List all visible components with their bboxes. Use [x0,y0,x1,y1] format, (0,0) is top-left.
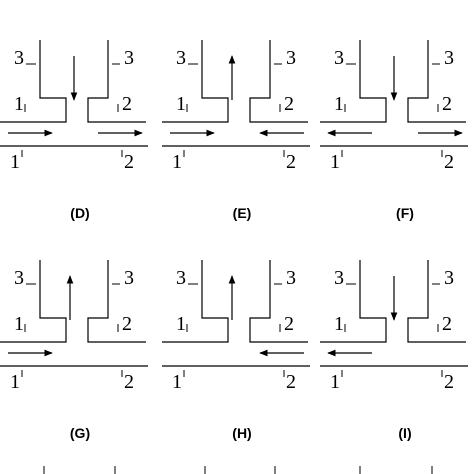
panel-label-e: (E) [233,205,252,221]
port-label-1-upper: 1 [14,313,24,335]
port-label-3-right: 3 [444,267,454,289]
channel-wall-right [87,260,146,343]
port-label-2-upper: 2 [122,313,132,335]
panel-label-i: (I) [398,425,411,441]
port-label-1-lower: 1 [172,151,182,173]
port-label-3-left: 3 [14,267,24,289]
port-label-2-upper: 2 [284,93,294,115]
channel-wall-right [407,260,466,343]
channel-wall-left [320,40,387,123]
port-label-3-right: 3 [444,47,454,69]
channel-wall-right [87,40,146,123]
channel-wall-right [407,40,466,123]
bottom-tick-row [43,466,433,474]
port-label-1-lower: 1 [330,151,340,173]
panel-f: 3 3 1 2 1 2 [320,260,468,393]
panel-c: 3 3 1 2 1 2 [320,40,468,173]
port-label-2-upper: 2 [442,313,452,335]
channel-wall-left [0,260,67,343]
port-label-1-upper: 1 [14,93,24,115]
port-label-2-lower: 2 [124,151,134,173]
port-label-2-upper: 2 [284,313,294,335]
channel-wall-right [249,40,308,123]
port-label-3-right: 3 [124,267,134,289]
port-label-3-left: 3 [176,47,186,69]
port-label-1-upper: 1 [176,93,186,115]
port-label-2-lower: 2 [444,151,454,173]
channel-wall-right [249,260,308,343]
port-label-2-lower: 2 [286,151,296,173]
port-label-3-left: 3 [14,47,24,69]
port-label-1-upper: 1 [334,93,344,115]
channel-wall-left [320,260,387,343]
port-label-3-right: 3 [286,47,296,69]
port-label-1-lower: 1 [172,371,182,393]
port-label-3-left: 3 [334,267,344,289]
channel-wall-left [0,40,67,123]
panel-label-d: (D) [70,205,89,221]
port-label-2-lower: 2 [124,371,134,393]
panel-d: 3 3 1 2 1 2 [0,260,148,393]
panel-label-h: (H) [232,425,251,441]
panels-layer: 3 3 1 2 1 2 3 3 1 2 1 2 3 3 1 2 1 2 3 3 1 2 1 2 3 3 1 2 1 2 3 3 1 2 1 2 [0,40,468,393]
port-label-2-upper: 2 [122,93,132,115]
panel-label-g: (G) [70,425,90,441]
port-label-3-right: 3 [124,47,134,69]
channel-wall-left [162,40,229,123]
port-label-1-lower: 1 [330,371,340,393]
port-label-1-lower: 1 [10,151,20,173]
port-label-2-lower: 2 [286,371,296,393]
port-label-1-upper: 1 [334,313,344,335]
port-label-2-lower: 2 [444,371,454,393]
panel-a: 3 3 1 2 1 2 [0,40,148,173]
channel-wall-left [162,260,229,343]
port-label-3-right: 3 [286,267,296,289]
port-label-1-upper: 1 [176,313,186,335]
port-label-3-left: 3 [176,267,186,289]
panel-b: 3 3 1 2 1 2 [162,40,310,173]
panel-label-f: (F) [396,205,414,221]
port-label-3-left: 3 [334,47,344,69]
port-label-2-upper: 2 [442,93,452,115]
port-label-1-lower: 1 [10,371,20,393]
panel-e: 3 3 1 2 1 2 [162,260,310,393]
